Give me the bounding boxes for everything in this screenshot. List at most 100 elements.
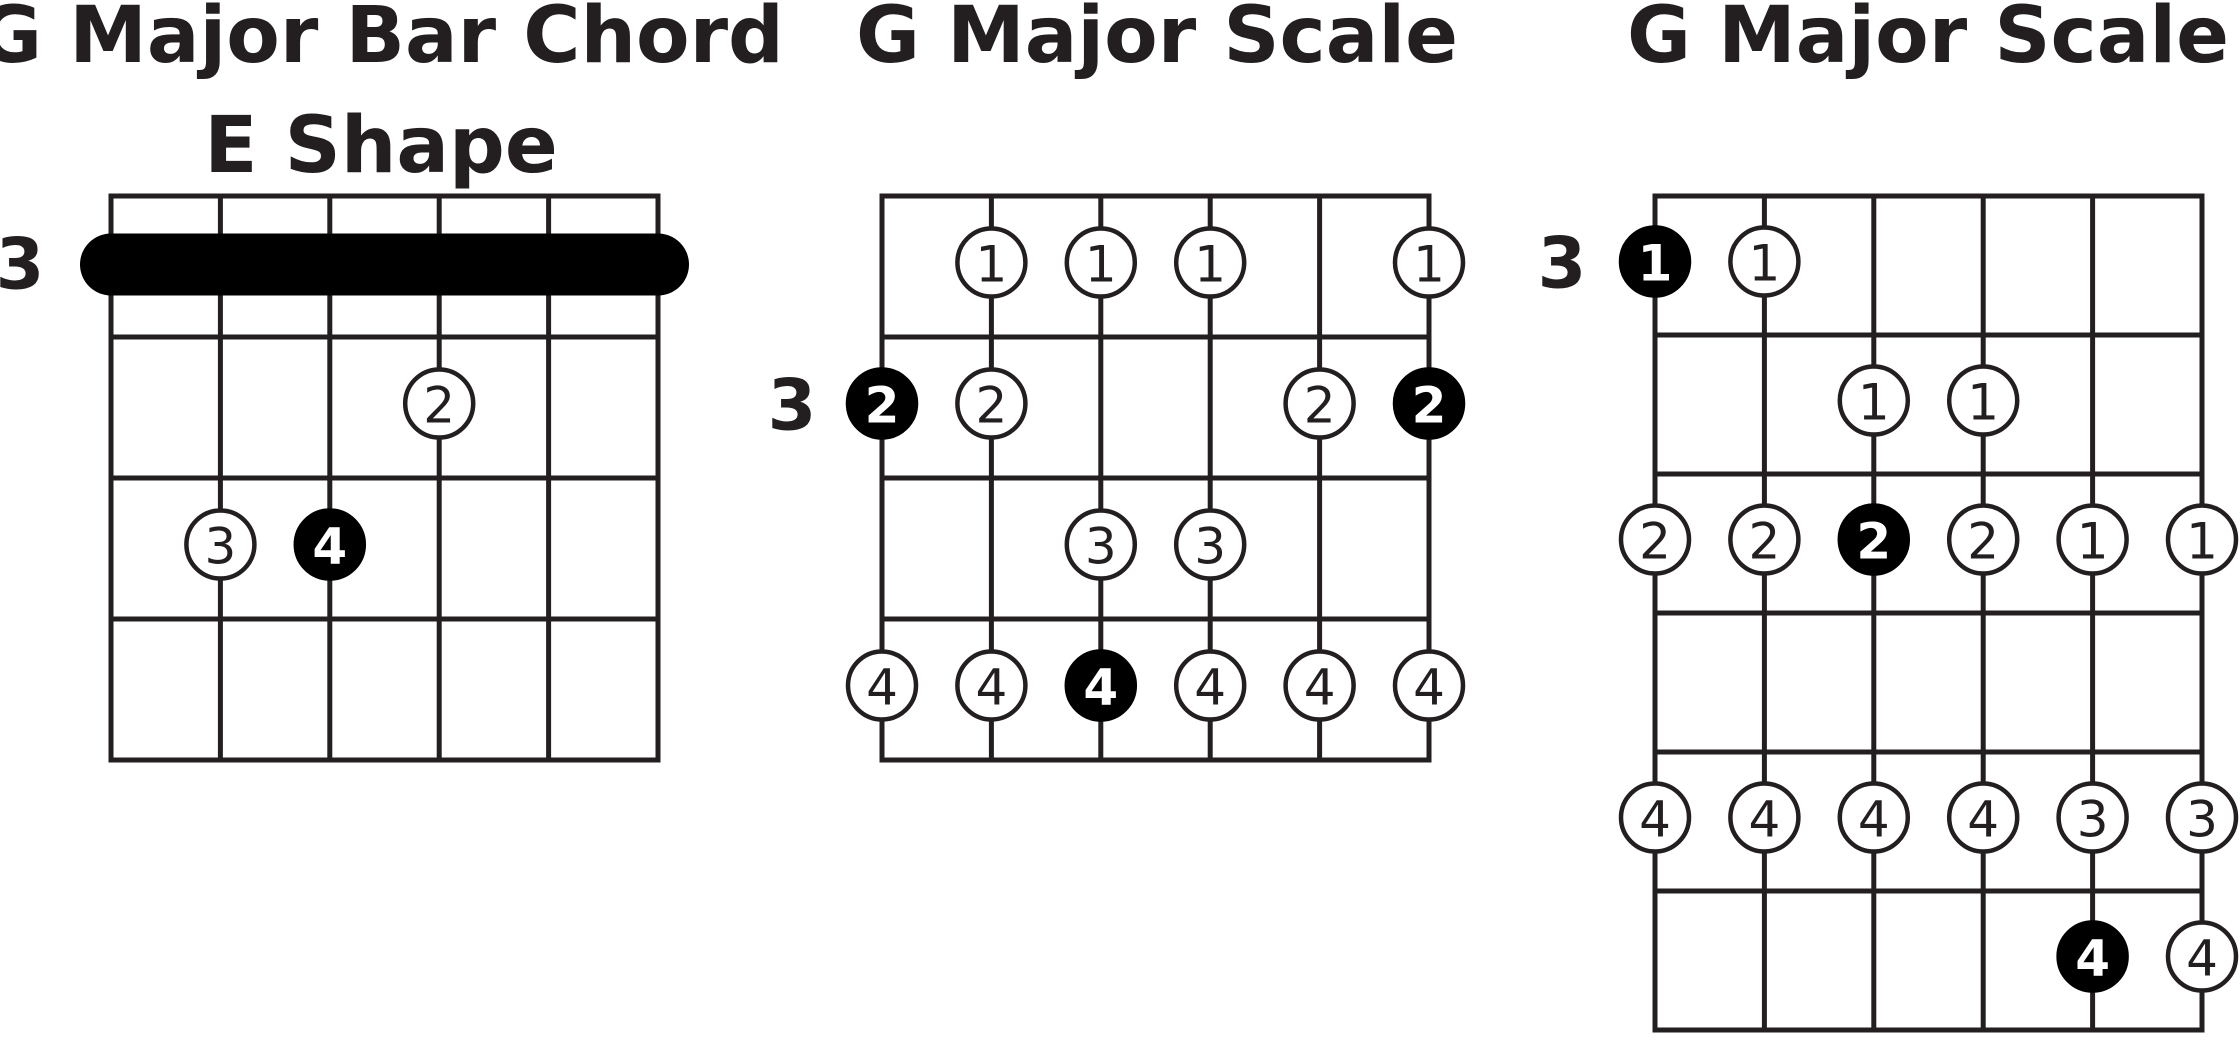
scale-two-title: G Major Scale [1627,0,2229,81]
note-circle [1618,503,1692,576]
finger-number: 1 [975,236,1007,294]
finger-dot: 3 [2165,781,2239,854]
finger-dot: 4 [845,649,919,722]
finger-dot: 4 [1728,781,1801,854]
root-note-dot: 1 [1618,225,1692,298]
root-note-dot: 2 [845,367,919,440]
root-note-circle [1618,225,1692,298]
finger-number: 1 [1194,236,1226,294]
finger-dot: 4 [1946,781,2020,854]
finger-dot: 1 [1064,226,1138,299]
finger-number: 4 [1194,659,1226,717]
note-circle [1283,649,1356,722]
finger-dot: 4 [1392,649,1466,722]
root-note-circle [293,508,367,581]
root-note-circle [1064,649,1138,722]
note-circle [1173,649,1247,722]
finger-dot: 1 [2165,503,2239,576]
note-circle [402,367,476,440]
finger-dot: 1 [2056,503,2129,576]
finger-dot: 3 [1173,508,1247,581]
note-circle [955,226,1028,299]
finger-number: 4 [1083,659,1118,717]
note-circle [1618,781,1692,854]
finger-number: 3 [1194,518,1226,576]
note-circle [2056,781,2129,854]
note-circle [1283,367,1356,440]
finger-number: 4 [2186,930,2218,988]
finger-dot: 3 [184,508,257,581]
finger-dot: 2 [955,367,1028,440]
finger-number: 3 [2077,791,2109,849]
finger-number: 2 [1967,513,1999,571]
root-note-circle [1837,503,1911,576]
finger-number: 4 [1748,791,1780,849]
finger-dot: 4 [955,649,1028,722]
note-circle [1392,649,1466,722]
finger-number: 4 [1413,659,1445,717]
note-circle [845,649,919,722]
note-circle [1173,226,1247,299]
note-circle [1173,508,1247,581]
finger-number: 4 [975,659,1007,717]
finger-dot: 4 [2165,920,2239,993]
finger-dot: 1 [1728,225,1801,298]
finger-dot: 2 [1728,503,1801,576]
finger-number: 2 [1412,377,1447,435]
finger-dot: 1 [1946,364,2020,437]
finger-number: 1 [1858,374,1890,432]
finger-dot: 2 [402,367,476,440]
root-note-dot: 4 [293,508,367,581]
finger-dot: 2 [1946,503,2020,576]
finger-number: 2 [865,377,900,435]
note-circle [1064,508,1138,581]
note-circle [1837,364,1911,437]
note-circle [1946,781,2020,854]
finger-dot: 4 [1837,781,1911,854]
finger-number: 2 [1748,513,1780,571]
finger-number: 1 [2077,513,2109,571]
finger-dot: 3 [2056,781,2129,854]
root-note-circle [2056,920,2129,993]
finger-dot: 3 [1064,508,1138,581]
finger-number: 1 [1638,235,1673,293]
finger-number: 4 [2075,930,2110,988]
note-circle [2056,503,2129,576]
note-circle [2165,920,2239,993]
note-circle [1946,364,2020,437]
finger-dot: 1 [1173,226,1247,299]
finger-dot: 2 [1283,367,1356,440]
finger-number: 2 [975,377,1007,435]
finger-dot: 1 [955,226,1028,299]
finger-number: 4 [1639,791,1671,849]
finger-number: 4 [1967,791,1999,849]
finger-number: 3 [1085,518,1117,576]
finger-number: 2 [1639,513,1671,571]
note-circle [1728,781,1801,854]
scale-one-fret-label: 3 [768,365,817,447]
note-circle [2165,503,2239,576]
finger-number: 2 [1856,513,1891,571]
finger-number: 1 [1967,374,1999,432]
note-circle [955,649,1028,722]
root-note-circle [845,367,919,440]
bar-chord-title: G Major Bar Chord [0,0,784,81]
finger-dot: 4 [1173,649,1247,722]
note-circle [184,508,257,581]
root-note-dot: 4 [2056,920,2129,993]
root-note-circle [1392,367,1466,440]
finger-number: 1 [2186,513,2218,571]
finger-number: 1 [1085,236,1117,294]
note-circle [2165,781,2239,854]
finger-number: 3 [204,518,236,576]
finger-dot: 1 [1837,364,1911,437]
note-circle [1946,503,2020,576]
finger-number: 4 [1858,791,1890,849]
note-circle [1837,781,1911,854]
finger-dot: 1 [1392,226,1466,299]
scale-one-title: G Major Scale [856,0,1458,81]
